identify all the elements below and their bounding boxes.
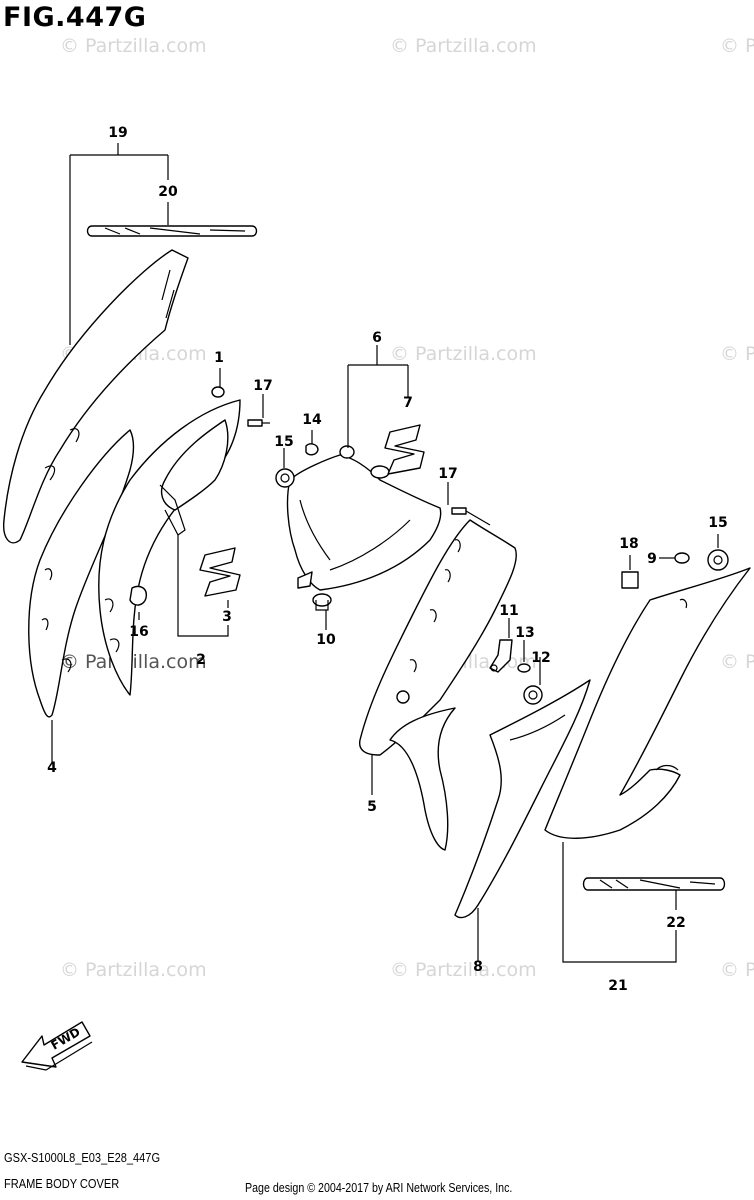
part-17b-screw[interactable]	[451, 507, 491, 526]
callout-17: 17	[253, 378, 272, 394]
callout-10: 10	[316, 632, 336, 648]
callout-20: 20	[158, 184, 178, 200]
part-19-cover[interactable]	[3, 249, 189, 544]
part-5-center-panel[interactable]	[358, 519, 517, 851]
watermark: © Partzilla.com	[720, 959, 754, 981]
callout-12: 12	[531, 650, 550, 666]
part-8-lower-piece[interactable]	[454, 679, 591, 919]
watermark: © Partzilla.com	[390, 343, 537, 365]
callout-18: 18	[619, 536, 638, 552]
copyright-notice: Page design © 2004-2017 by ARI Network S…	[245, 1180, 513, 1195]
callout-21: 21	[608, 978, 627, 994]
figure-code: GSX-S1000L8_E03_E28_447G	[4, 1150, 161, 1165]
part-21-right-panel[interactable]	[544, 567, 751, 839]
part-10-bolt[interactable]	[312, 593, 332, 611]
callout-2: 2	[196, 652, 206, 668]
callout-15: 15	[274, 434, 293, 450]
part-15b-grommet[interactable]	[707, 549, 729, 571]
watermarks: © Partzilla.com © Partzilla.com © Partzi…	[60, 35, 754, 981]
callout-4: 4	[47, 760, 57, 776]
callout-7: 7	[403, 395, 413, 411]
callout-15b: 15	[708, 515, 727, 531]
watermark: © Partzilla.com	[720, 651, 754, 673]
part-9-screw[interactable]	[674, 552, 690, 564]
figure-title: FIG.447G	[3, 2, 147, 33]
part-7-logo[interactable]	[384, 424, 425, 475]
callout-17b: 17	[438, 466, 457, 482]
part-16-grommet[interactable]	[129, 585, 147, 606]
callout-3: 3	[222, 609, 232, 625]
part-12-grommet[interactable]	[523, 685, 543, 705]
watermark: © Partzilla.com	[390, 959, 537, 981]
part-20-emblem[interactable]	[86, 225, 258, 237]
callout-11: 11	[499, 603, 518, 619]
watermark: © Partzilla.com	[60, 35, 207, 57]
leader-lines	[51, 143, 719, 963]
part-15-grommet[interactable]	[275, 468, 295, 488]
part-6-front-cover[interactable]	[286, 445, 442, 591]
watermark: © Partzilla.com	[390, 35, 537, 57]
part-3-logo[interactable]	[199, 547, 241, 597]
part-1-pin[interactable]	[211, 386, 225, 398]
callout-16: 16	[129, 624, 148, 640]
callout-22: 22	[666, 915, 685, 931]
callout-19: 19	[108, 125, 127, 141]
part-11-bracket[interactable]	[489, 639, 513, 673]
part-22-emblem[interactable]	[582, 877, 726, 891]
fwd-arrow-icon: FWD	[21, 1021, 93, 1071]
watermark: © Partzilla.com	[720, 35, 754, 57]
callout-14: 14	[302, 412, 322, 428]
part-14-clip[interactable]	[305, 443, 319, 456]
part-17-screw[interactable]	[247, 419, 270, 427]
callout-5: 5	[367, 799, 377, 815]
watermark: © Partzilla.com	[720, 343, 754, 365]
callout-13: 13	[515, 625, 534, 641]
callout-6: 6	[372, 330, 382, 346]
watermark-dark: © Partzilla.com	[60, 651, 207, 673]
callout-8: 8	[473, 959, 483, 975]
part-18-nut[interactable]	[621, 571, 639, 589]
callouts: 19 20 1 17 14 15 6 7 17 3 16 2 10 4 18 9…	[47, 125, 728, 994]
callout-1: 1	[214, 350, 224, 366]
watermark: © Partzilla.com	[60, 959, 207, 981]
part-2-inner-cover[interactable]	[98, 399, 241, 696]
callout-9: 9	[647, 551, 657, 567]
figure-name: FRAME BODY COVER	[4, 1176, 120, 1191]
part-13-bolt[interactable]	[517, 663, 531, 673]
